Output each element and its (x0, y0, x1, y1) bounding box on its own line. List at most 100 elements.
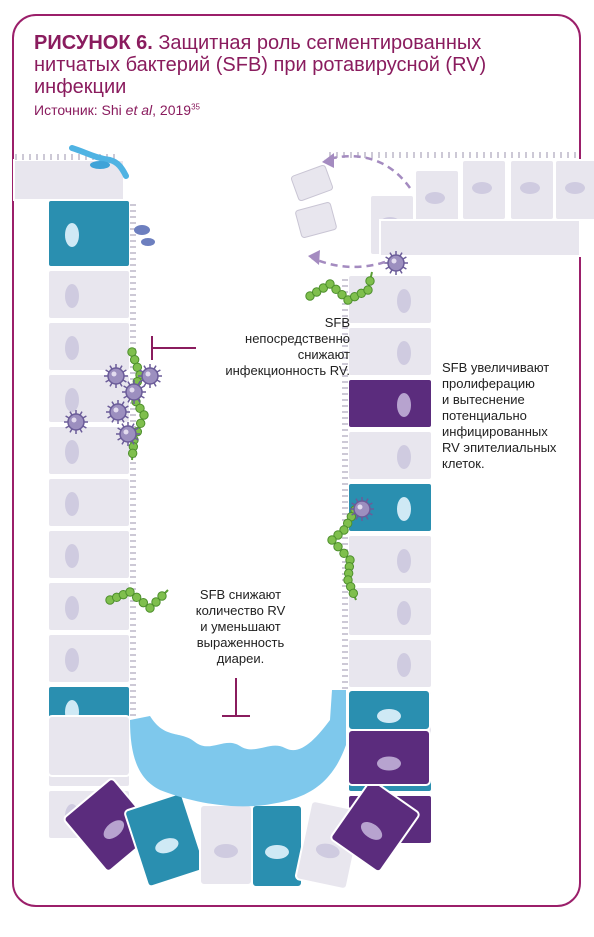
note3-line: диареи. (216, 651, 265, 666)
cell-body (47, 269, 131, 320)
note2-line: RV эпителиальных (442, 440, 557, 455)
virus-capsid (119, 425, 137, 443)
cell-nucleus (520, 182, 540, 194)
rv-viruses (64, 251, 408, 521)
cell-body (47, 477, 131, 528)
rv-virus (138, 364, 162, 388)
rv-virus (104, 364, 128, 388)
rv-virus (384, 251, 408, 275)
free-bacterium-3 (134, 225, 150, 235)
epithelial-cell (347, 274, 433, 325)
cell-nucleus (65, 284, 79, 308)
cell-nucleus (103, 820, 125, 839)
virus-capsid (107, 367, 125, 385)
crypt-cell (330, 779, 420, 873)
cell-nucleus (377, 709, 401, 723)
cell-body (47, 321, 131, 372)
epithelial-cell (47, 321, 131, 372)
figure-title-text: Защитная роль сегментированных нитчатых … (34, 32, 487, 98)
cell-nucleus (397, 445, 411, 469)
note2-line: потенциально (442, 408, 527, 423)
cell-body (347, 534, 433, 585)
epithelial-cell (347, 430, 433, 481)
cell-nucleus (397, 289, 411, 313)
virus-capsid (141, 367, 159, 385)
note3-line: количество RV (195, 603, 286, 618)
sfb-segment (365, 276, 375, 286)
epithelial-cell (347, 638, 433, 689)
cell-nucleus (315, 843, 340, 859)
sfb-segment (127, 448, 138, 459)
epithelial-cell (47, 477, 131, 528)
sfb-segment (129, 354, 140, 365)
cell-nucleus (377, 756, 401, 771)
mucus-layer (130, 690, 346, 807)
cell-nucleus (65, 440, 79, 464)
virus-capsid (125, 383, 143, 401)
figure-frame (12, 14, 581, 907)
cell-nucleus (472, 182, 492, 194)
note2-line: инфицированных (442, 424, 548, 439)
virus-capsid (353, 500, 371, 518)
epithelial-cell (47, 633, 131, 684)
cell-nucleus (425, 192, 445, 204)
note-sfb-proliferation: SFB увеличивают пролиферацию и вытеснени… (442, 360, 577, 472)
cell-body (47, 199, 131, 268)
sfb-segment (333, 541, 343, 552)
surface-cell (461, 159, 507, 221)
cell-nucleus (397, 601, 411, 625)
arrowhead-top (322, 153, 334, 168)
source-italic: et al (125, 102, 153, 118)
cell-body (347, 326, 433, 377)
crypt-cell (347, 729, 431, 786)
crypt-cell (47, 715, 131, 777)
cell-nucleus (65, 336, 79, 360)
epithelial-cell (47, 425, 131, 476)
surface-cell-base (379, 219, 581, 257)
virus-capsid (67, 413, 85, 431)
inhibit-marker-2 (222, 678, 250, 717)
cell-body (347, 586, 433, 637)
virus-core (391, 258, 397, 264)
sfb-segment (151, 597, 161, 607)
sfb-segment (135, 418, 146, 429)
virus-core (113, 407, 119, 413)
epithelial-cell (347, 534, 433, 585)
sfb-segment (145, 603, 155, 613)
arrowhead-bottom (308, 250, 320, 265)
cell-nucleus (65, 648, 79, 672)
cell-nucleus (155, 838, 179, 854)
free-bacterium (69, 145, 129, 179)
virus-capsid (387, 254, 405, 272)
shed-cell-2 (295, 201, 337, 239)
cell-body (347, 638, 433, 689)
note2-line: пролиферацию (442, 376, 535, 391)
sfb-segment (327, 535, 337, 545)
figure-number: РИСУНОК 6. (34, 32, 153, 54)
cell-nucleus (65, 223, 79, 247)
cell-body (347, 430, 433, 481)
rv-virus (350, 497, 374, 521)
note-sfb-reduce-rv: SFB снижают количество RV и уменьшают вы… (168, 587, 313, 667)
sfb-segment (363, 285, 373, 295)
surface-cell (509, 159, 555, 221)
shed-cell-1 (290, 164, 334, 202)
note2-line: SFB увеличивают (442, 360, 550, 375)
extrusion-arrow-top (324, 154, 412, 189)
surface-cell (554, 159, 594, 221)
rv-virus (116, 422, 140, 446)
cell-nucleus (65, 492, 79, 516)
virus-core (111, 371, 117, 377)
epithelial-cell (347, 586, 433, 637)
note3-line: выраженность (196, 635, 285, 650)
sfb-segment (138, 597, 149, 608)
cell-nucleus (397, 653, 411, 677)
note2-line: клеток. (442, 456, 485, 471)
source-ref: 35 (191, 102, 200, 112)
source-prefix: Источник: Shi (34, 102, 126, 118)
virus-core (145, 371, 151, 377)
cell-nucleus (565, 182, 585, 194)
crypt-cell (124, 792, 206, 888)
virus-capsid (109, 403, 127, 421)
sfb-segment (337, 289, 347, 300)
